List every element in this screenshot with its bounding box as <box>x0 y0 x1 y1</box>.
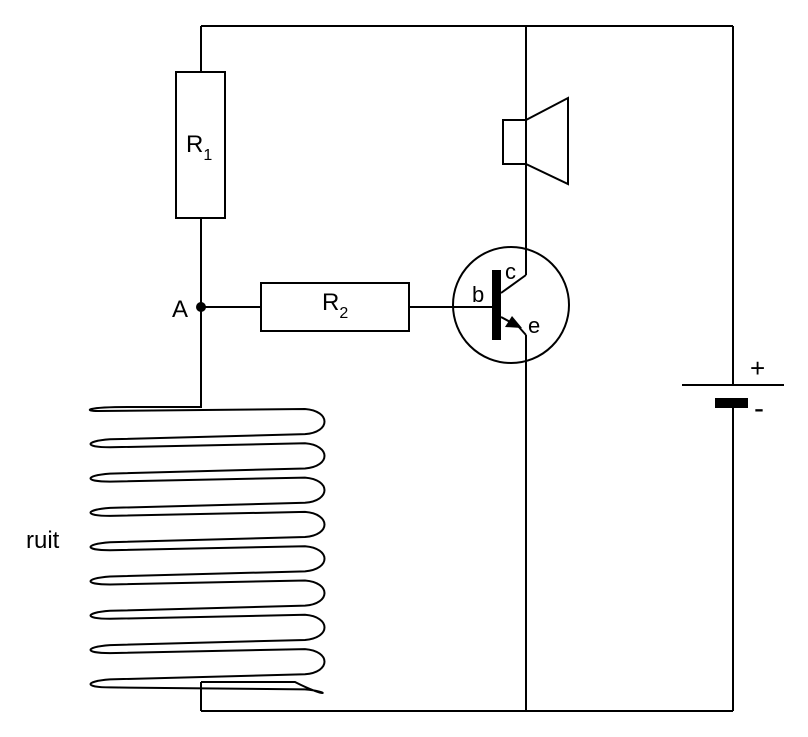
node-a-label: A <box>172 296 188 323</box>
heating-coil <box>88 398 326 694</box>
wires <box>200 25 734 712</box>
resistor-r2 <box>260 282 410 332</box>
base-label: b <box>472 282 484 307</box>
speaker-icon <box>502 96 569 186</box>
emitter-label: e <box>528 313 540 338</box>
node-a-dot <box>196 302 206 312</box>
r2-label: R2 <box>322 289 348 322</box>
battery-icon <box>682 384 784 408</box>
npn-transistor-icon <box>452 246 570 364</box>
collector-label: c <box>505 259 516 284</box>
r1-label: R1 <box>186 131 212 164</box>
window-label: ruit <box>26 527 60 554</box>
minus-label: - <box>754 392 764 425</box>
resistor-r1 <box>175 71 226 219</box>
plus-label: + <box>750 353 765 383</box>
